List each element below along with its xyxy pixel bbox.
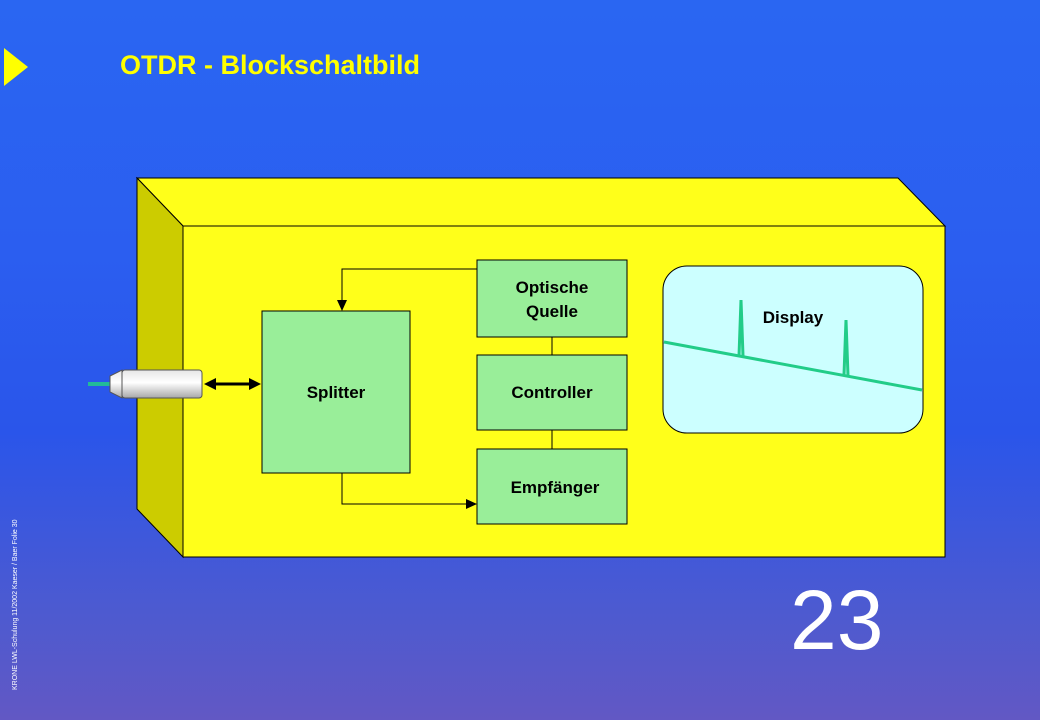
slide-title: OTDR - Blockschaltbild xyxy=(120,50,421,80)
otdr-trace xyxy=(663,299,923,392)
page-number: 23 xyxy=(790,573,884,667)
arrowhead-receiver xyxy=(466,499,477,509)
arrowhead-splitter xyxy=(337,300,347,311)
controller-label: Controller xyxy=(511,383,593,402)
bullet-arrow-icon xyxy=(4,48,28,86)
fiber-connector-icon xyxy=(109,369,203,399)
receiver-label: Empfänger xyxy=(511,478,600,497)
housing-side xyxy=(136,176,184,559)
housing-top xyxy=(135,177,947,227)
double-arrow-right xyxy=(249,378,261,390)
double-arrow-left xyxy=(204,378,216,390)
display-screen xyxy=(662,265,924,434)
receiver-block xyxy=(476,448,628,525)
optical-source-label-line2: Quelle xyxy=(526,302,578,321)
optical-source-label-line1: Optische xyxy=(516,278,589,297)
footer-vertical-text: KRONE LWL-Schulung 11/2002 Kaeser / Baer… xyxy=(12,519,19,690)
splitter-label: Splitter xyxy=(307,383,366,402)
display-label: Display xyxy=(763,308,824,327)
optical-source-block xyxy=(476,259,628,338)
line-source-to-splitter xyxy=(341,268,477,305)
line-splitter-to-receiver xyxy=(341,473,471,505)
splitter-block xyxy=(261,310,411,474)
controller-block xyxy=(476,354,628,431)
